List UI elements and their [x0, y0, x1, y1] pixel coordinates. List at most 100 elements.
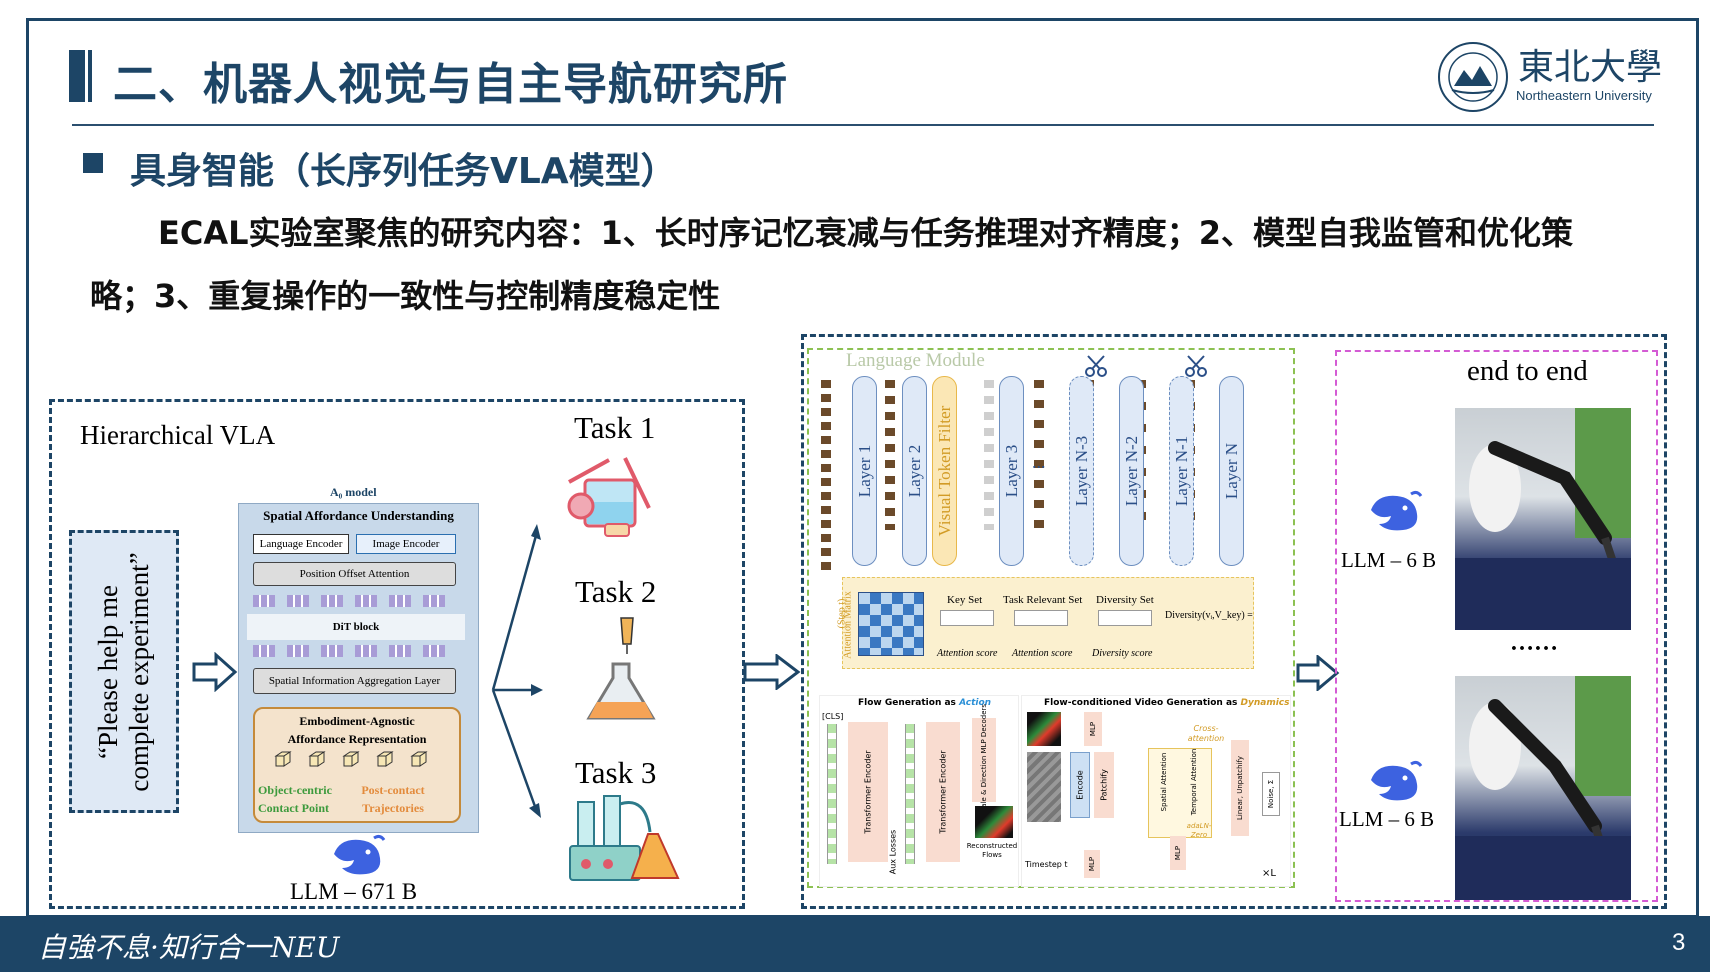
- reconstructed-flow-image: [975, 806, 1013, 838]
- whale-logo-icon: [334, 834, 386, 875]
- decoders-label: Scale & Direction MLP Decoders: [980, 703, 988, 817]
- embodiment-title: Embodiment-Agnostic Affordance Represent…: [287, 714, 427, 746]
- robot-arm-illustration: [1455, 408, 1631, 630]
- transformer-encoder-2-label: Transformer Encoder: [938, 750, 948, 834]
- mlp-label-top: MLP: [1089, 721, 1097, 737]
- mlp-block-bottom: [1084, 850, 1100, 878]
- temporal-attention-label: Temporal Attention: [1190, 748, 1198, 816]
- linear-unpatchify-label: Linear, Unpatchify: [1236, 756, 1244, 820]
- times-l-label: ×L: [1262, 868, 1276, 879]
- end-to-end-title: end to end: [1467, 355, 1588, 387]
- language-encoder-block: Language Encoder: [253, 534, 349, 554]
- flow-generation-title: Flow Generation as Action: [858, 698, 992, 708]
- spatial-attention-label: Spatial Attention: [1160, 752, 1168, 812]
- diversity-score-label: Diversity score: [1092, 648, 1153, 659]
- body-text-line2: 略；3、重复操作的一致性与控制精度稳定性: [90, 277, 721, 315]
- llm-6b-bottom-label: LLM – 6 B: [1339, 807, 1435, 831]
- transformer-encoder-1: [848, 722, 888, 862]
- task-1-label: Task 1: [574, 410, 656, 445]
- cube-icons: [274, 751, 428, 767]
- page-title: 二、机器人视觉与自主导航研究所: [113, 59, 788, 110]
- layer-n: Layer N: [1219, 376, 1244, 566]
- page-number: 3: [1672, 929, 1686, 956]
- reconstructed-label: Reconstructed Flows: [966, 842, 1018, 859]
- cross-attention-label: Cross-attention: [1187, 724, 1225, 743]
- layer-1: Layer 1: [852, 376, 877, 566]
- attention-matrix-grid: [858, 592, 924, 656]
- patchify-block: [1094, 752, 1114, 818]
- llm-6b-top-label: LLM – 6 B: [1341, 548, 1437, 572]
- lab-equipment-icon: [569, 795, 680, 881]
- attention-score-label-1: Attention score: [937, 648, 998, 659]
- hierarchical-vla-panel: [49, 399, 745, 909]
- robot-photo-top: [1455, 408, 1631, 630]
- key-set-tokens: [940, 610, 994, 626]
- cls-token: [CLS]: [822, 712, 844, 721]
- ellipsis-dots: ……: [1510, 630, 1558, 656]
- noise-block: [1262, 772, 1280, 816]
- noise-label: Noise, Σ: [1267, 779, 1275, 809]
- linear-unpatchify-block: [1231, 740, 1249, 836]
- spatial-affordance-title: Spatial Affordance Understanding: [263, 508, 454, 523]
- task-2-label: Task 2: [575, 574, 657, 609]
- layers-ellipsis: ...: [1032, 452, 1046, 472]
- hierarchical-vla-title: Hierarchical VLA: [80, 420, 276, 450]
- whale-logo-icon: [1371, 760, 1423, 801]
- frames-image: [1027, 752, 1061, 822]
- encode-label: Encode: [1075, 770, 1085, 800]
- layer-3: Layer 3: [999, 376, 1024, 566]
- patchify-label: Patchify: [1099, 769, 1109, 801]
- task-set-tokens: [1014, 610, 1068, 626]
- university-seal-icon: [1438, 42, 1508, 112]
- whale-logo-icon: [1371, 490, 1423, 531]
- diversity-set-label: Diversity Set: [1096, 594, 1154, 606]
- layer-2: Layer 2: [902, 376, 927, 566]
- instruction-text: “Please help me complete experiment”: [93, 552, 154, 792]
- flask-dropper-icon: [586, 617, 656, 720]
- token-column-d: [1034, 380, 1044, 530]
- footer-bar: [0, 916, 1710, 972]
- input-tokens-column: [827, 724, 837, 864]
- footer-motto: 自強不息·知行合一NEU: [38, 931, 340, 964]
- language-module-panel: [807, 348, 1295, 888]
- robot-arm-illustration: [1455, 676, 1631, 900]
- image-encoder-block: Image Encoder: [356, 534, 456, 554]
- language-module-title: Language Module: [846, 350, 985, 371]
- spatial-info-block: Spatial Information Aggregation Layer: [253, 668, 456, 694]
- robot-photo-bottom: [1455, 676, 1631, 900]
- token-row-1: [253, 595, 456, 607]
- dit-block: DiT block: [247, 614, 465, 640]
- llm-671b-label: LLM – 671 B: [290, 879, 418, 904]
- layer-n-1: Layer N-1: [1169, 376, 1194, 566]
- token-row-2: [253, 645, 456, 657]
- task-3-label: Task 3: [575, 755, 657, 790]
- mlp-block-top: [1084, 712, 1102, 746]
- layer-n-3: Layer N-3: [1069, 376, 1094, 566]
- arrow-right-icon: [743, 654, 801, 690]
- layer-n-2: Layer N-2: [1119, 376, 1144, 566]
- aux-losses-label: Aux Losses: [888, 829, 898, 875]
- task-relevant-set-label: Task Relevant Set: [1003, 594, 1083, 606]
- mlp-label-right: MLP: [1174, 845, 1182, 861]
- scissors-icon: [1085, 355, 1107, 377]
- instruction-box: [69, 530, 179, 813]
- a0-model-title: A₀ model: [330, 485, 377, 499]
- title-accent-bar-thin: [88, 50, 92, 102]
- university-logo-text: 東北大學: [1518, 47, 1663, 88]
- embodiment-block: [253, 707, 461, 823]
- mlp-label-bottom: MLP: [1088, 856, 1096, 872]
- arrow-right-icon: [1296, 655, 1340, 691]
- key-set-label: Key Set: [947, 594, 983, 606]
- attention-stack: [1148, 748, 1212, 838]
- section-subtitle: 具身智能（长序列任务VLA模型）: [130, 151, 677, 192]
- flow-image-1: [1027, 712, 1061, 746]
- token-column-c: [984, 380, 994, 530]
- lab-beakers-icon: [567, 457, 651, 537]
- mlp-block-right: [1170, 836, 1186, 870]
- step-label: (Step t): [836, 598, 848, 629]
- mlp-decoders-block: [972, 718, 996, 802]
- attention-score-label-2: Attention score: [1012, 648, 1073, 659]
- transformer-encoder-1-label: Transformer Encoder: [863, 750, 873, 834]
- adaln-label: adaLN-Zero: [1186, 822, 1212, 839]
- header-divider: [72, 124, 1654, 126]
